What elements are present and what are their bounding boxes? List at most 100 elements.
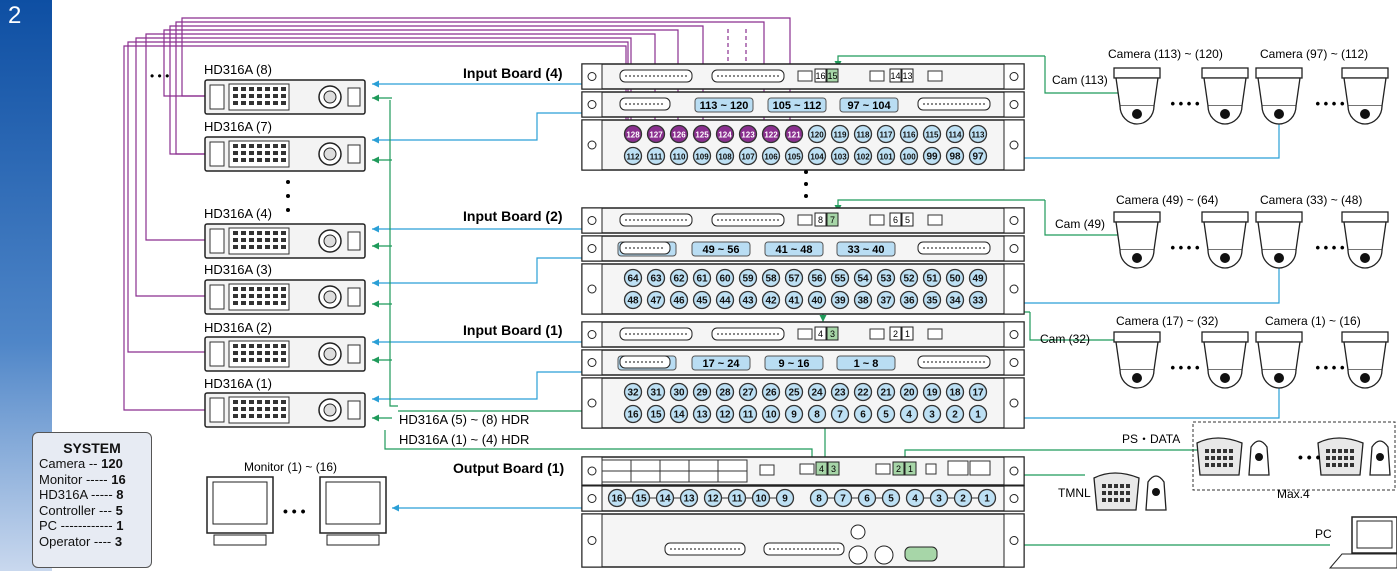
hd316a-key (273, 287, 278, 291)
jack-number: 105 (787, 153, 801, 162)
dsub-pin (951, 103, 953, 105)
dip-switch (814, 326, 827, 341)
camera-mount (1113, 331, 1161, 343)
bnc-jack (922, 146, 942, 166)
rack-screw (587, 536, 597, 545)
dsub-pin (777, 333, 779, 335)
dip-number: 1 (905, 329, 910, 339)
dsub-connector (619, 97, 671, 111)
hd316a-slot (347, 400, 361, 420)
dsub-pin (645, 361, 647, 363)
dsub-pin (637, 219, 639, 221)
dsub-pin (657, 219, 659, 221)
dip-switch (889, 212, 902, 227)
camera-mount (1255, 211, 1303, 223)
dsub-pin (773, 548, 775, 550)
hd316a-key (281, 294, 286, 298)
dsub-pin (645, 333, 647, 335)
dsub-pin (633, 219, 635, 221)
dip-number: 1 (908, 464, 913, 474)
hd316a-key (265, 151, 270, 155)
dsub-pin (967, 361, 969, 363)
hd316a-key (249, 245, 254, 249)
system-row-value: 1 (116, 518, 124, 533)
dsub-pin (935, 103, 937, 105)
camera-ellipsis: • • • • (1315, 240, 1344, 255)
hd316a-key (265, 287, 270, 291)
dsub-pin (729, 75, 731, 77)
jack-number: 14 (659, 494, 671, 505)
hdr-1-4-label: HD316A (1) ~ (4) HDR (399, 432, 529, 447)
jack-number: 44 (719, 296, 731, 307)
jack-number: 8 (816, 494, 822, 505)
hd316a-key (249, 344, 254, 348)
jack-number: 115 (926, 131, 939, 140)
hd316a-key (241, 301, 246, 305)
dsub-pin (633, 247, 635, 249)
hd316a-slot (347, 287, 361, 307)
dsub-pin (749, 75, 751, 77)
hd316a-key (273, 245, 278, 249)
controller-key (1229, 456, 1233, 460)
jack-number: 118 (857, 131, 870, 140)
hd316a-key (249, 400, 254, 404)
dsub-pin (661, 361, 663, 363)
ptz-camera (1201, 331, 1249, 389)
hd316a-7-label: HD316A (7) (204, 119, 272, 134)
hd316a-3-label: HD316A (3) (204, 262, 272, 277)
hd316a-panel (209, 84, 225, 110)
dsub-pin (753, 75, 755, 77)
dsub-connector (619, 241, 671, 255)
jack-number: 49 (972, 274, 984, 285)
jack-number: 40 (811, 296, 823, 307)
bnc-jack (738, 146, 758, 166)
jack-number: 25 (788, 388, 800, 399)
dsub-connector (664, 542, 746, 556)
dsub-pin (979, 103, 981, 105)
dsub-pin (741, 219, 743, 221)
hd316a-key (273, 344, 278, 348)
rj45-port (947, 460, 969, 476)
dsub-pin (931, 103, 933, 105)
dsub-pin (686, 548, 688, 550)
dip-switch (826, 212, 839, 227)
jack-number: 125 (695, 131, 709, 140)
dip-switch (901, 212, 914, 227)
hd316a-key (233, 101, 238, 105)
jack-number: 102 (856, 153, 870, 162)
hd316a-key (273, 144, 278, 148)
hd316a-slot (347, 87, 361, 107)
bnc-jack (703, 488, 723, 508)
dsub-pin (975, 361, 977, 363)
bnc-jack (692, 290, 712, 310)
port-icon (927, 214, 943, 226)
rack-screw (1009, 494, 1019, 503)
hd316a-key (265, 344, 270, 348)
hd316a-key (233, 245, 238, 249)
dsub-pin (702, 548, 704, 550)
output-board-io-rack (581, 513, 1025, 568)
hd316a-key (241, 351, 246, 355)
dsub-pin (971, 247, 973, 249)
controller-key (1350, 456, 1354, 460)
bnc-jack (922, 124, 942, 144)
hd316a-key (265, 144, 270, 148)
hd316a-key (273, 238, 278, 242)
controller-key (1211, 463, 1215, 467)
port-icon (797, 214, 813, 226)
dsub-pin (927, 103, 929, 105)
camera-mount (1201, 331, 1249, 343)
controller-key (1223, 449, 1227, 453)
bnc-jack (945, 290, 965, 310)
hd316a-key (249, 351, 254, 355)
dsub-pin (633, 333, 635, 335)
controller-key (1108, 484, 1112, 488)
bnc-jack (830, 268, 850, 288)
bnc-jack (784, 382, 804, 402)
camera-mount (1113, 211, 1161, 223)
dsub-pin (641, 247, 643, 249)
hd316a-key (233, 414, 238, 418)
dsub-pin (633, 103, 635, 105)
